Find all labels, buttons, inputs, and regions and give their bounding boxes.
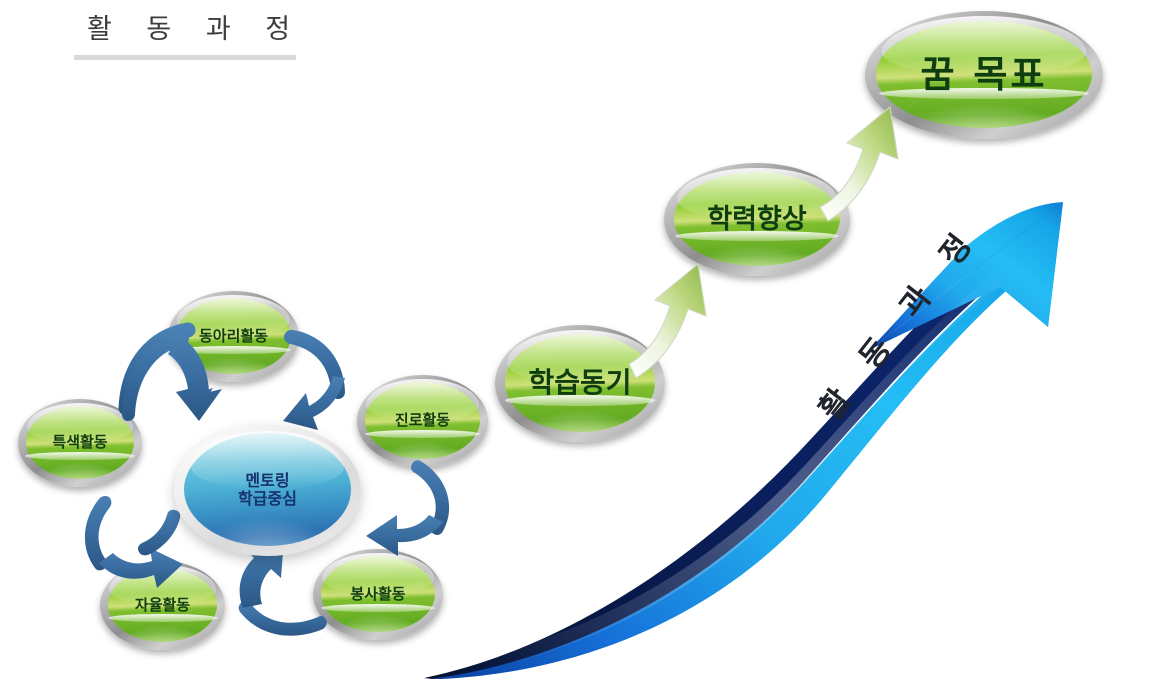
bubble-learning-motivation[interactable]: 학습동기 bbox=[495, 325, 665, 442]
bubble-volunteer-activity[interactable]: 봉사활동 bbox=[313, 549, 443, 640]
page-title: 활 동 과 정 bbox=[87, 14, 304, 45]
bubble-label: 학습동기 bbox=[528, 366, 632, 400]
bubble-label: 동아리활동 bbox=[198, 326, 268, 345]
title-underline-rule bbox=[74, 54, 296, 60]
bubble-label: 진로활동 bbox=[394, 411, 451, 430]
cycle-arrow-right bbox=[366, 460, 450, 556]
bubble-mentoring-class-center[interactable]: 멘토링 학급중심 bbox=[174, 424, 361, 556]
center-label-line1: 멘토링 bbox=[245, 470, 290, 490]
bubble-label: 멘토링 학급중심 bbox=[238, 470, 297, 509]
bubble-label: 자율활동 bbox=[134, 595, 191, 614]
bubble-special-activity[interactable]: 특색활동 bbox=[18, 399, 142, 487]
bubble-club-activity[interactable]: 동아리활동 bbox=[168, 291, 299, 382]
page-title-block: 활 동 과 정 bbox=[74, 13, 299, 60]
center-label-line2: 학급중심 bbox=[238, 489, 297, 508]
bubble-career-activity[interactable]: 진로활동 bbox=[357, 375, 488, 467]
bubble-label: 꿈 목표 bbox=[920, 52, 1048, 96]
bubble-dream-goal[interactable]: 꿈 목표 bbox=[865, 11, 1103, 139]
bubble-autonomous-activity[interactable]: 자율활동 bbox=[100, 561, 225, 650]
bubble-label: 봉사활동 bbox=[350, 584, 406, 603]
bubble-label: 학력향상 bbox=[707, 203, 807, 235]
bubble-academic-improvement[interactable]: 학력향상 bbox=[664, 163, 850, 276]
bubble-label: 특색활동 bbox=[52, 433, 108, 452]
